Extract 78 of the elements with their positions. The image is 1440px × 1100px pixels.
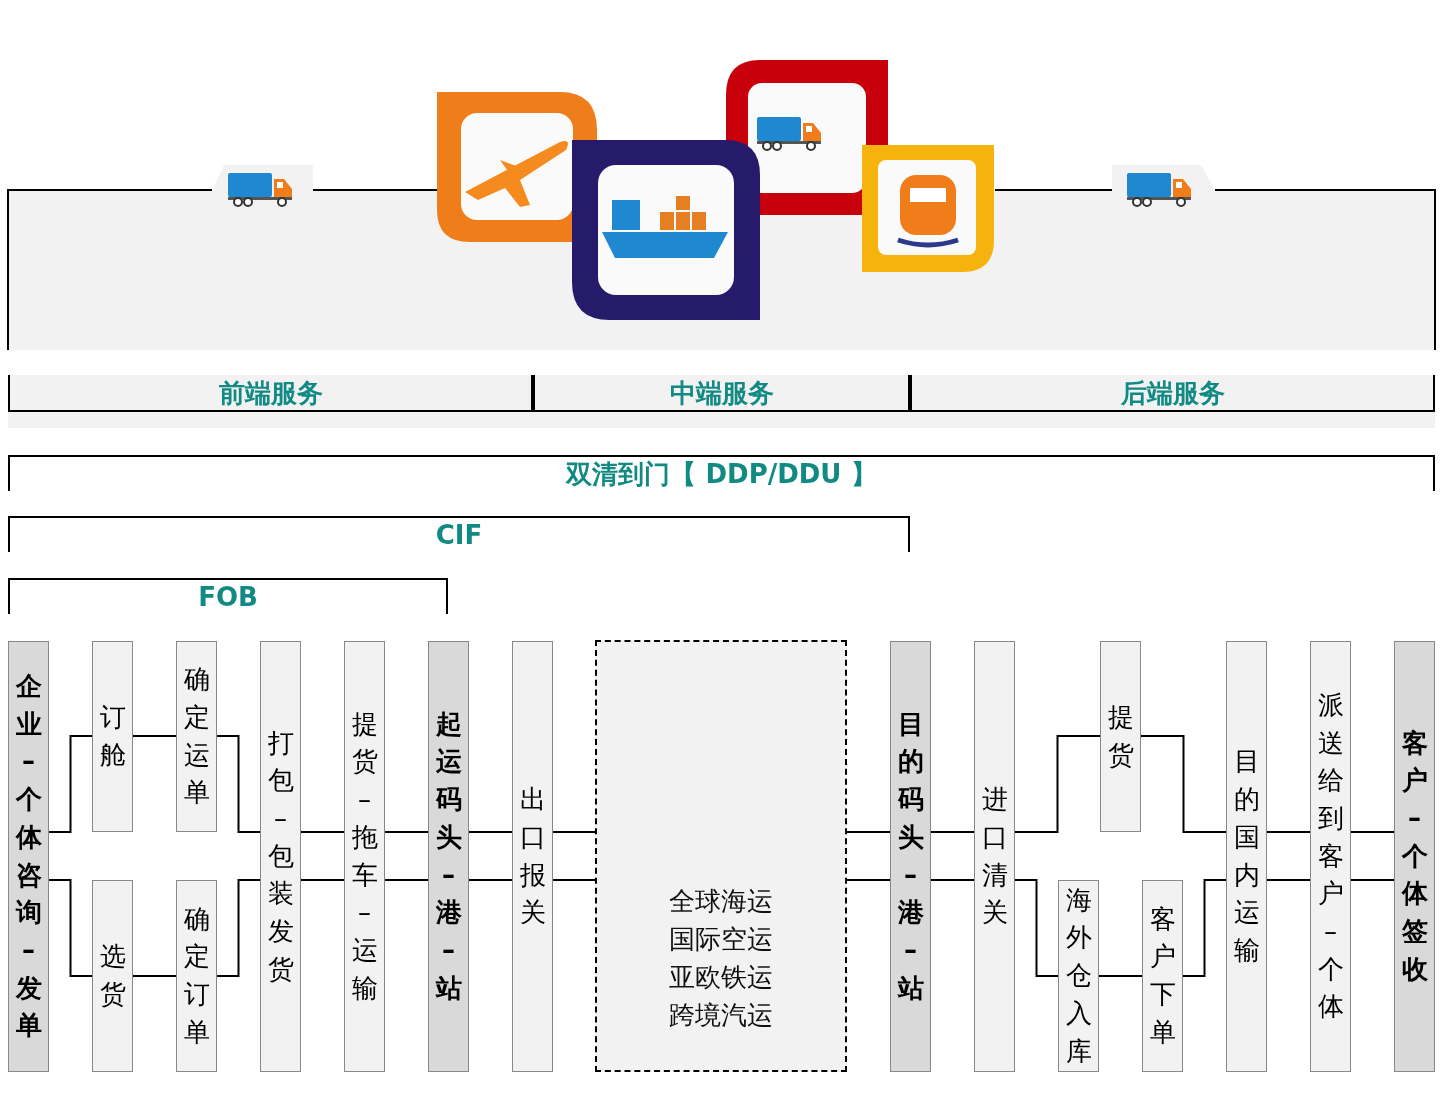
- step-label: 选货: [99, 940, 126, 1011]
- process-step: [512, 641, 553, 1072]
- process-step: [1058, 880, 1099, 1072]
- process-step: [92, 880, 133, 1072]
- service-box: [595, 640, 847, 1072]
- term-bracket: [8, 455, 1435, 491]
- connector-line: [552, 879, 596, 881]
- connector-line: [48, 735, 93, 833]
- connector-line: [132, 975, 177, 977]
- process-step: [92, 641, 133, 832]
- term-bracket: [8, 516, 910, 552]
- connector-line: [384, 831, 429, 833]
- connector-line: [216, 879, 261, 977]
- step-label: 打包–包装发货: [267, 726, 294, 986]
- step-label: 起运码头–港–站: [435, 707, 462, 1005]
- process-step: [1226, 641, 1267, 1072]
- connector-line: [1098, 975, 1143, 977]
- term-label: 双清到门【 DDP/DDU 】: [566, 461, 877, 487]
- connector-line: [384, 879, 429, 881]
- step-label: 确定运单: [183, 663, 210, 810]
- process-step: [176, 880, 217, 1072]
- service-item: 亚欧铁运: [669, 961, 773, 994]
- service-item: 国际空运: [669, 923, 773, 956]
- service-band: [533, 375, 910, 412]
- connector-line: [1350, 831, 1395, 833]
- process-step: [260, 641, 301, 1072]
- connector-line: [1266, 879, 1311, 881]
- process-step: [890, 641, 931, 1072]
- connector-line: [300, 879, 345, 881]
- step-label: 海外仓入库: [1065, 883, 1092, 1068]
- term-label: CIF: [435, 522, 483, 548]
- step-label: 企业–个体咨询–发单: [15, 670, 42, 1043]
- process-step: [1310, 641, 1351, 1072]
- connector-line: [1350, 879, 1395, 881]
- step-label: 进口清关: [981, 783, 1008, 930]
- connector-line: [930, 831, 975, 833]
- step-label: 出口报关: [519, 783, 546, 930]
- step-label: 目的码头–港–站: [897, 707, 924, 1005]
- step-label: 订舱: [99, 700, 126, 772]
- process-step: [344, 641, 385, 1072]
- band-title: 前端服务: [218, 379, 323, 406]
- connector-line: [468, 831, 513, 833]
- step-label: 目的国内运输: [1233, 745, 1260, 967]
- process-step: [428, 641, 469, 1072]
- connector-line: [846, 831, 891, 833]
- step-label: 派送给到客户–个体: [1317, 688, 1344, 1024]
- step-label: 确定订单: [183, 902, 210, 1049]
- service-band: [8, 375, 533, 412]
- connector-line: [1014, 879, 1059, 977]
- connector-line: [1182, 879, 1227, 977]
- band-title: 后端服务: [1120, 379, 1225, 406]
- process-step: [974, 641, 1015, 1072]
- process-step: [8, 641, 49, 1072]
- process-step: [1100, 641, 1141, 832]
- band-title: 中端服务: [669, 379, 774, 406]
- process-step: [1394, 641, 1435, 1072]
- step-label: 提货–拖车–运输: [351, 707, 378, 1005]
- service-item: 跨境汽运: [669, 999, 773, 1032]
- term-bracket: [8, 578, 448, 614]
- service-band: [910, 375, 1435, 412]
- connector-line: [132, 735, 177, 737]
- connector-line: [1014, 735, 1101, 833]
- step-label: 客户下单: [1149, 902, 1176, 1049]
- connector-line: [1266, 831, 1311, 833]
- process-step: [176, 641, 217, 832]
- connector-line: [846, 879, 891, 881]
- process-step: [1142, 880, 1183, 1072]
- connector-line: [216, 735, 261, 833]
- term-label: FOB: [198, 584, 258, 610]
- connector-line: [930, 879, 975, 881]
- step-label: 客户–个体签收: [1401, 726, 1428, 986]
- connector-line: [468, 879, 513, 881]
- service-item: 全球海运: [669, 885, 773, 918]
- connector-line: [552, 831, 596, 833]
- connector-line: [300, 831, 345, 833]
- step-label: 提货: [1107, 700, 1134, 772]
- connector-line: [1140, 735, 1227, 833]
- connector-line: [48, 879, 93, 977]
